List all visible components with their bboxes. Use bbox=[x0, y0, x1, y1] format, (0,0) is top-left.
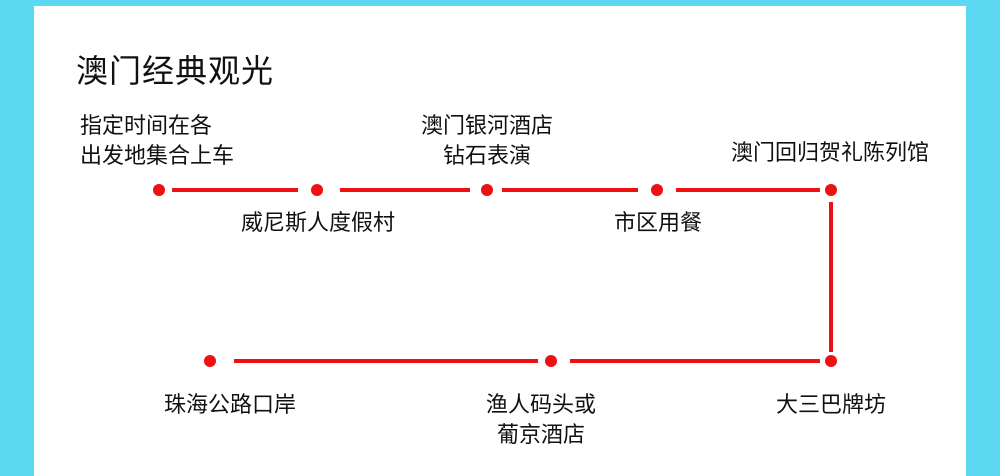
route-stop-5 bbox=[825, 184, 837, 196]
stop-label-zhuhai-port: 珠海公路口岸 bbox=[150, 391, 310, 421]
page-title: 澳门经典观光 bbox=[76, 52, 275, 90]
stop-label-line: 珠海公路口岸 bbox=[163, 393, 296, 418]
stop-label-lunch: 市区用餐 bbox=[598, 209, 718, 239]
stop-label-line: 大三巴牌坊 bbox=[775, 393, 886, 418]
stop-label-line: 出发地集合上车 bbox=[80, 144, 235, 169]
stop-label-line: 指定时间在各 bbox=[80, 114, 213, 139]
stop-label-fishermans-wharf: 渔人码头或 葡京酒店 bbox=[471, 391, 611, 451]
stop-label-galaxy: 澳门银河酒店 钻石表演 bbox=[407, 112, 567, 172]
stop-label-venetian: 威尼斯人度假村 bbox=[233, 209, 403, 239]
stop-label-assembly: 指定时间在各 出发地集合上车 bbox=[80, 112, 234, 172]
route-stop-8 bbox=[204, 355, 216, 367]
route-stop-2 bbox=[311, 184, 323, 196]
route-stop-3 bbox=[481, 184, 493, 196]
stop-label-line: 澳门回归贺礼陈列馆 bbox=[730, 141, 929, 166]
stop-label-line: 澳门银河酒店 bbox=[420, 114, 553, 139]
stop-label-line: 威尼斯人度假村 bbox=[240, 211, 395, 236]
itinerary-card: 澳门经典观光 指定时间在各 出发地集合上车 威尼斯人度假村 澳门银河 bbox=[34, 6, 966, 476]
route-diagram bbox=[153, 184, 837, 367]
stop-label-handover-museum: 澳门回归贺礼陈列馆 bbox=[710, 139, 950, 169]
stop-label-line: 渔人码头或 bbox=[485, 393, 596, 418]
route-stop-4 bbox=[651, 184, 663, 196]
route-stop-6 bbox=[825, 355, 837, 367]
stop-label-line: 钻石表演 bbox=[442, 144, 531, 169]
route-segments bbox=[172, 188, 833, 363]
stop-label-ruins-st-paul: 大三巴牌坊 bbox=[761, 391, 901, 421]
stop-label-line: 市区用餐 bbox=[613, 211, 702, 236]
route-stop-7 bbox=[545, 355, 557, 367]
route-stop-1 bbox=[153, 184, 165, 196]
stop-label-line: 葡京酒店 bbox=[496, 423, 585, 448]
